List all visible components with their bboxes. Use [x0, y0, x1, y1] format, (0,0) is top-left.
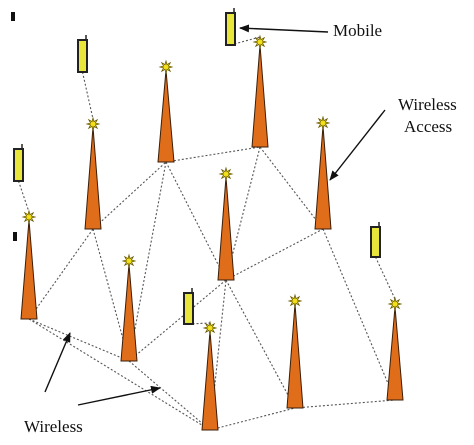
- network-link: [28, 318, 130, 362]
- antenna-star-icon: [202, 320, 218, 336]
- mobile-link: [17, 180, 30, 213]
- network-link: [294, 399, 396, 409]
- tower-icon: [286, 293, 304, 409]
- mobile-phone-icon: [77, 35, 88, 73]
- network-link: [92, 228, 130, 362]
- antenna-star-icon: [218, 166, 234, 182]
- network-link: [165, 161, 227, 281]
- antenna-star-icon: [121, 253, 137, 269]
- antenna-star-icon: [21, 209, 37, 225]
- network-link: [209, 407, 296, 431]
- tower-icon: [84, 116, 102, 230]
- tower-mast: [201, 330, 219, 431]
- network-link: [28, 228, 94, 320]
- network-link: [92, 161, 167, 230]
- mobile-phone-icon: [225, 8, 236, 46]
- tower-icon: [314, 115, 332, 230]
- antenna-star-icon: [315, 115, 331, 131]
- tower-mast: [314, 125, 332, 230]
- network-link: [225, 228, 324, 281]
- mobile-phone-icon: [183, 288, 194, 325]
- mobile-arrow: [239, 24, 329, 33]
- tower-icon: [386, 296, 404, 401]
- wireless-arrow-2: [77, 385, 161, 406]
- tower-mast: [386, 306, 404, 401]
- mobile-body: [77, 39, 88, 73]
- mobile-link: [375, 256, 396, 300]
- antenna-star-icon: [387, 296, 403, 312]
- antenna-star-icon: [85, 116, 101, 132]
- antenna-star-icon: [252, 34, 268, 50]
- edge-mark: [13, 232, 17, 241]
- tower-mast: [286, 303, 304, 409]
- antenna-star-icon: [287, 293, 303, 309]
- tower-mast: [84, 126, 102, 230]
- network-link: [322, 228, 396, 401]
- tower-mast: [251, 44, 269, 148]
- mobile-link: [188, 322, 211, 325]
- mobile-phone-icon: [370, 222, 381, 258]
- wireless-label: Wireless: [24, 417, 83, 436]
- mobiles: [11, 8, 381, 325]
- annotation-arrows: [44, 24, 386, 406]
- wireless-access-arrow: [329, 109, 386, 181]
- network-link: [225, 146, 261, 281]
- network-link: [259, 146, 324, 230]
- wireless-access-label-line1: Wireless: [398, 95, 457, 114]
- tower-icon: [251, 34, 269, 148]
- network-link: [128, 360, 211, 431]
- mobile-links: [17, 36, 396, 325]
- tower-mast: [120, 263, 138, 362]
- tower-icon: [157, 59, 175, 163]
- mobile-body: [225, 12, 236, 46]
- tower-icon: [201, 320, 219, 431]
- mobile-body: [13, 148, 24, 182]
- antenna-star-icon: [158, 59, 174, 75]
- mobile-body: [370, 226, 381, 258]
- tower-icon: [217, 166, 235, 281]
- towers: [20, 34, 404, 431]
- tower-icon: [20, 209, 38, 320]
- tower-mast: [157, 69, 175, 163]
- network-link: [225, 279, 296, 409]
- network-link: [128, 279, 227, 362]
- mobile-phone-icon: [13, 144, 24, 182]
- network-link: [165, 146, 261, 163]
- tower-icon: [120, 253, 138, 362]
- mobile-body: [183, 292, 194, 325]
- network-link: [128, 161, 167, 362]
- tower-mast: [20, 219, 38, 320]
- network-links: [28, 146, 396, 431]
- network-link: [28, 318, 211, 431]
- wireless-arrow-1: [44, 332, 71, 393]
- edge-mark: [11, 12, 15, 21]
- mobile-label: Mobile: [333, 21, 383, 40]
- tower-mast: [217, 176, 235, 281]
- mobile-link: [81, 71, 94, 120]
- wireless-access-label-line2: Access: [404, 117, 453, 136]
